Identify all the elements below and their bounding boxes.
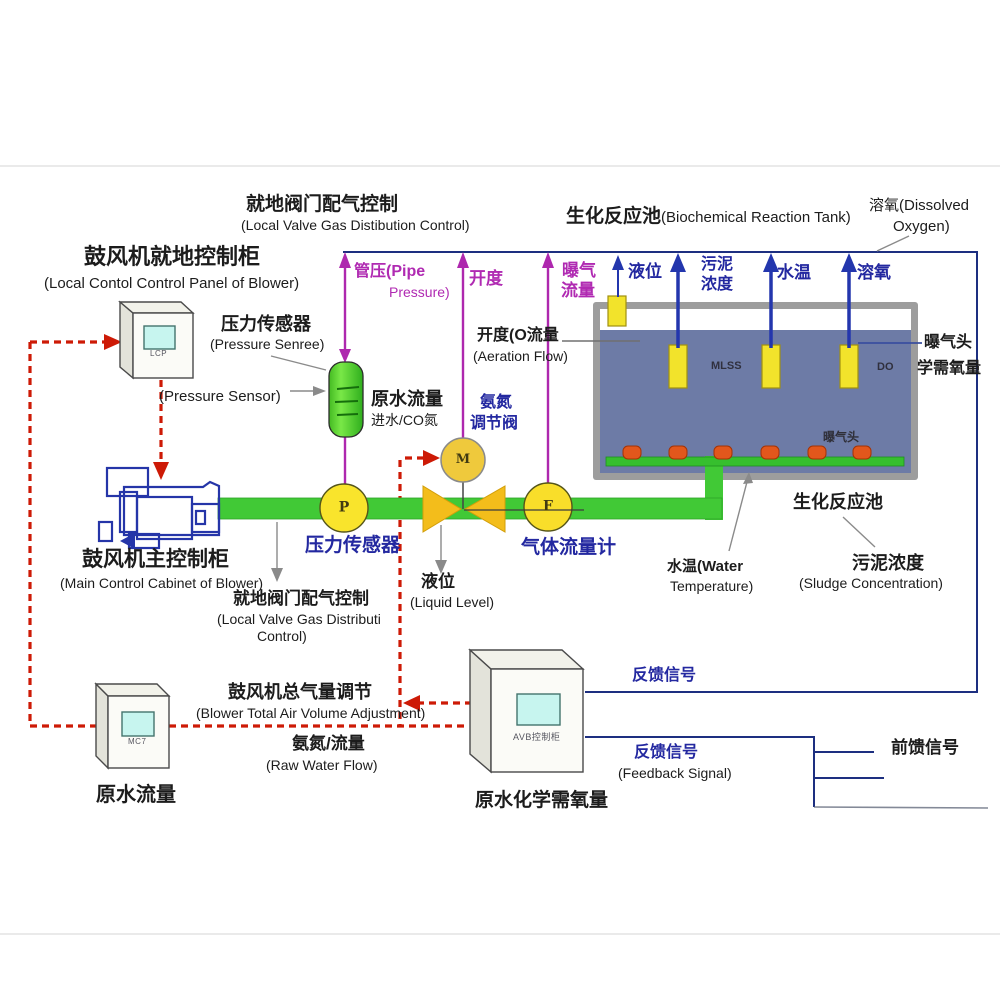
opening-label: 开度 [469, 269, 503, 288]
frame-lines [0, 165, 1000, 935]
cod-label-right: 学需氧量 [917, 360, 982, 377]
do-sensor [839, 344, 859, 389]
local-valve2-en1: (Local Valve Gas Distributi [217, 611, 381, 627]
p-instrument-letter: P [338, 499, 350, 516]
pressure-sensor-label-en1: (Pressure Senree) [210, 336, 325, 352]
local-valve2-cn: 就地阀门配气控制 [233, 589, 369, 608]
diffuser-pipe [605, 456, 905, 467]
lcp-cabinet-icon [118, 300, 195, 380]
sludge-note-cn: 污泥浓度 [852, 553, 924, 573]
level-sensor [607, 295, 627, 327]
mlss-sensor [668, 344, 688, 389]
main-cabinet-label-en: (Main Control Cabinet of Blower) [60, 575, 264, 591]
control-signal-arrowheads [104, 334, 440, 711]
pressure-sensor-label-en2: (Pressure Sensor) [159, 388, 281, 405]
mc7-screen [121, 711, 155, 737]
pressure-sensor-cylinder-icon [328, 361, 364, 438]
liquid-level2-cn: 液位 [421, 572, 455, 591]
local-valve-title-en: (Local Valve Gas Distibution Control) [241, 217, 470, 233]
feedforward-lines [585, 736, 989, 809]
ammonia-valve-label-2: 调节阀 [470, 415, 519, 432]
control-signal-dashed-lines [28, 340, 470, 728]
aeration-flow-label-1: 曝气 [562, 261, 596, 280]
biochemical-reaction-tank [593, 295, 918, 520]
magenta-arrowheads [339, 252, 554, 363]
avb-device-text: AVB控制柜 [513, 732, 561, 742]
flow-instrument-f [523, 482, 573, 532]
aeration-flow-pointer-cn: 开度(O流量 [477, 327, 559, 344]
mlss-label: MLSS [711, 360, 742, 372]
raw-water-flow-label: 原水流量 [371, 389, 443, 409]
local-valve2-en2: Control) [257, 628, 307, 644]
valve-actuator-m [440, 437, 486, 483]
pipe-pressure-sensor-label: 压力传感器 [305, 535, 401, 556]
water-temp-note-2: Temperature) [670, 578, 754, 594]
feedback-label-en: (Feedback Signal) [618, 765, 732, 781]
sensor-arrowheads [612, 253, 857, 272]
blower-icon [97, 466, 221, 550]
water-temp-note-1: 水温(Water [667, 558, 744, 575]
feedforward-label: 前馈信号 [891, 738, 959, 757]
do-label: DO [877, 361, 894, 373]
raw-flow-cabinet-label: 原水流量 [96, 784, 176, 806]
magenta-signal-lines [343, 264, 550, 486]
tank-title-cn: 生化反应池 [566, 206, 662, 227]
local-panel-title-en: (Local Contol Control Panel of Blower) [44, 275, 300, 292]
water-temp-label-top: 水温 [777, 263, 811, 282]
mc7-device-text: MC7 [128, 737, 147, 746]
annotation-arrowheads [271, 386, 753, 582]
local-valve-title-cn: 就地阀门配气控制 [246, 194, 399, 215]
ammonia-control-valve-icon [422, 437, 506, 533]
cod-cabinet-label: 原水化学需氧量 [475, 790, 609, 811]
cod-cabinet-icon [468, 648, 585, 774]
raw-water-flow-sublabel: 进水/CO氮 [371, 412, 438, 428]
sludge-note-en: (Sludge Concentration) [799, 575, 943, 591]
feedback-label-1: 反馈信号 [632, 667, 697, 684]
ammonia-valve-label-1: 氨氮 [480, 394, 513, 411]
blower-total-label-cn: 鼓风机总气量调节 [228, 682, 372, 702]
tank-title-en: (Biochemical Reaction Tank) [661, 209, 851, 226]
main-cabinet-label-cn: 鼓风机主控制柜 [82, 548, 229, 571]
aeration-flow-label-2: 流量 [561, 281, 595, 300]
avb-screen [516, 693, 561, 726]
feedback-bus-line [343, 251, 978, 693]
liquid-level-label-top: 液位 [628, 262, 662, 281]
ammonia-flow-label-cn: 氨氮/流量 [292, 734, 365, 753]
dissolved-oxygen-label-top: 溶氧 [857, 263, 891, 282]
tank-note-cn: 生化反应池 [793, 492, 883, 512]
dissolved-oxygen-note-1: 溶氧(Dissolved [869, 197, 970, 214]
m-actuator-letter: M [455, 451, 471, 467]
temp-sensor [761, 344, 781, 389]
gas-flow-meter-label: 气体流量计 [521, 537, 617, 558]
diffuser-label-right: 曝气头 [924, 334, 973, 351]
dissolved-oxygen-note-2: Oxygen) [893, 218, 950, 235]
local-panel-title-cn: 鼓风机就地控制柜 [84, 244, 261, 269]
raw-water-flow-cabinet-icon [94, 682, 171, 770]
lcp-device-text: LCP [150, 349, 168, 358]
blower-total-label-en: (Blower Total Air Volume Adjustment) [196, 705, 426, 721]
f-instrument-letter: F [543, 498, 553, 515]
liquid-level2-en: (Liquid Level) [410, 594, 495, 610]
pipe-pressure-label-2: Pressure) [389, 284, 450, 300]
sludge-label-1: 污泥 [701, 256, 734, 273]
ammonia-flow-label-en: (Raw Water Flow) [266, 757, 378, 773]
feedback-label-2: 反馈信号 [634, 744, 699, 761]
pressure-instrument-p [319, 483, 369, 533]
lcp-screen [143, 325, 176, 350]
pressure-sensor-label-cn: 压力传感器 [221, 314, 311, 334]
aeration-flow-pointer-en: (Aeration Flow) [473, 348, 568, 364]
diffuser-heads [622, 445, 872, 460]
sludge-label-2: 浓度 [701, 276, 734, 293]
annotation-pointer-lines [270, 235, 922, 570]
tank-probe-sensors [607, 295, 859, 389]
diffuser-label-inner: 曝气头 [823, 430, 860, 444]
sensor-signal-arrows [617, 268, 851, 348]
pipe-pressure-label-1: 管压(Pipe [354, 263, 426, 280]
